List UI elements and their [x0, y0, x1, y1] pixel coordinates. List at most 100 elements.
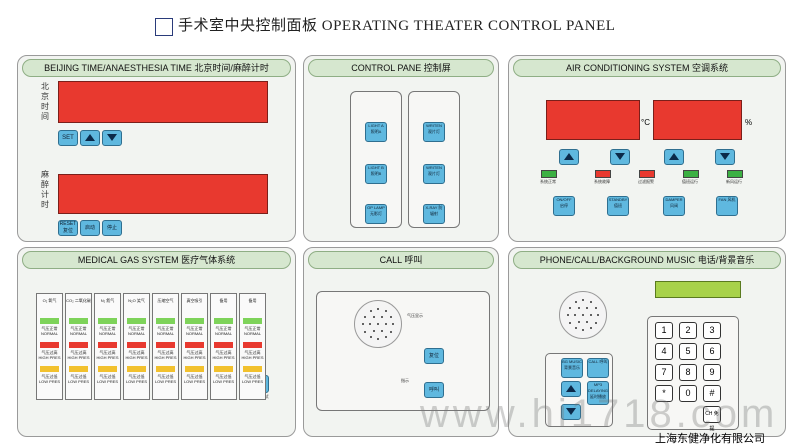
control-right-column: WRITEN 观片灯 WRITEN 观片灯 X-RAY 防辐射 [408, 91, 460, 228]
speaker-icon [559, 291, 607, 339]
keypad-key[interactable]: 6 [703, 343, 721, 360]
gas-status-lamp [185, 318, 204, 324]
gas-status-label: 气压过高 HIGH PRES [125, 350, 148, 360]
reset-button[interactable]: RESET 复位 [58, 220, 78, 236]
gas-status-label: 气压过高 HIGH PRES [67, 350, 90, 360]
speaker-hole [381, 329, 383, 332]
gas-status-lamp [69, 366, 88, 372]
beijing-time-label: 北京时间 [41, 82, 49, 121]
volume-up-button[interactable] [561, 381, 581, 397]
speaker-hole [389, 330, 392, 333]
gas-status-lamp [127, 318, 146, 324]
speaker-hole [381, 316, 383, 319]
phone-call-button[interactable]: CALL 呼叫 [587, 358, 609, 378]
viewer-b-button[interactable]: WRITEN 观片灯 [423, 164, 445, 184]
keypad-key[interactable]: 4 [655, 343, 673, 360]
time-up-button[interactable] [80, 130, 100, 146]
call-inner-frame [316, 291, 490, 411]
keypad-key[interactable]: 2 [679, 322, 697, 339]
keypad-key[interactable]: 0 [679, 385, 697, 402]
speaker-hole [574, 326, 577, 329]
keypad-key[interactable]: 9 [703, 364, 721, 381]
xray-button[interactable]: X-RAY 防辐射 [423, 204, 445, 224]
op-lamp-button[interactable]: OP LAMP 无影灯 [365, 204, 387, 224]
handsfree-key[interactable]: CH 免提 [703, 406, 721, 432]
call-reset-button[interactable]: 复位 [424, 348, 444, 364]
speaker-hole [364, 315, 366, 318]
temp-down-button[interactable] [610, 149, 630, 165]
speaker-hole [586, 307, 588, 310]
gas-status-lamp [156, 366, 175, 372]
stop-button[interactable]: 停止 [102, 220, 122, 236]
keypad-key[interactable]: * [655, 385, 673, 402]
gas-status-label: 气压过低 LOW PRES [241, 374, 264, 384]
gas-status-label: 气压过低 LOW PRES [67, 374, 90, 384]
keypad-key[interactable]: 7 [655, 364, 673, 381]
gas-status-lamp [98, 342, 117, 348]
gas-status-label: 气压过高 HIGH PRES [183, 350, 206, 360]
control-pane-panel: CONTROL PANE 控制屏 LIGHT A 照明A LIGHT B 照明B… [303, 55, 499, 242]
phone-lcd-display [655, 281, 741, 298]
mp3-delay-button[interactable]: MP3 DELAYING 延时播放 [587, 381, 609, 405]
gas-status-lamp [156, 342, 175, 348]
keypad-key[interactable]: 3 [703, 322, 721, 339]
gas-status-label: 气压过高 HIGH PRES [154, 350, 177, 360]
company-logo-icon [155, 18, 173, 36]
speaker-hole [377, 308, 379, 310]
speaker-hole [567, 314, 569, 316]
light-a-button[interactable]: LIGHT A 照明A [365, 122, 387, 142]
speaker-hole [597, 314, 599, 316]
speaker-hole [369, 323, 371, 325]
watermark: www.hi1718.com [420, 392, 779, 436]
hum-up-button[interactable] [664, 149, 684, 165]
gas-status-lamp [127, 366, 146, 372]
hum-down-button[interactable] [715, 149, 735, 165]
speaker-hole [594, 321, 597, 324]
keypad-key[interactable]: # [703, 385, 721, 402]
bg-music-button[interactable]: BG MUSIC 背景音乐 [561, 358, 583, 378]
gas-panel: MEDICAL GAS SYSTEM 医疗气体系统 MUTE 静音 TEST 测… [17, 247, 296, 437]
speaker-hole [369, 335, 372, 338]
fresh-air-lamp [727, 170, 743, 178]
temp-up-button[interactable] [559, 149, 579, 165]
call-button[interactable]: 呼叫 [424, 382, 444, 398]
ac-damper-button[interactable]: DAMPER 风阀 [663, 196, 685, 216]
ac-standby-button[interactable]: STANDBY 值班 [607, 196, 629, 216]
gas-status-label: 气压正常 NORMAL [127, 326, 146, 336]
gas-status-lamp [185, 342, 204, 348]
gas-name: O₂ 氧气 [42, 298, 57, 303]
gas-status-label: 气压过高 HIGH PRES [38, 350, 61, 360]
start-button[interactable]: 启动 [80, 220, 100, 236]
gas-status-lamp [214, 318, 233, 324]
keypad-key[interactable]: 8 [679, 364, 697, 381]
gas-status-lamp [40, 318, 59, 324]
speaker-hole [373, 316, 375, 319]
gas-name: N₂O 笑气 [128, 298, 145, 303]
call-panel-title: CALL 呼叫 [308, 251, 494, 269]
gas-status-label: 气压过低 LOW PRES [38, 374, 61, 384]
call-panel: CALL 呼叫 气压显示 复位 呼叫 指示 [303, 247, 499, 437]
viewer-a-button[interactable]: WRITEN 观片灯 [423, 122, 445, 142]
time-down-button[interactable] [102, 130, 122, 146]
set-button[interactable]: SET [58, 130, 78, 146]
gas-status-label: 气压正常 NORMAL [185, 326, 204, 336]
light-b-button[interactable]: LIGHT B 照明B [365, 164, 387, 184]
ac-fan-button[interactable]: FAN 风机 [716, 196, 738, 216]
gas-status-lamp [40, 342, 59, 348]
ac-onoff-button[interactable]: ON/OFF 启停 [553, 196, 575, 216]
keypad-key[interactable]: 5 [679, 343, 697, 360]
gas-status-label: 气压过低 LOW PRES [183, 374, 206, 384]
speaker-hole [582, 299, 584, 301]
speaker-hole [586, 320, 588, 323]
keypad-key[interactable]: 1 [655, 322, 673, 339]
control-left-column: LIGHT A 照明A LIGHT B 照明B OP LAMP 无影灯 [350, 91, 402, 228]
system-fault-label: 系统故障 [594, 179, 610, 184]
time-panel: BEIJING TIME/ANAESTHESIA TIME 北京时间/麻醉计时 … [17, 55, 296, 242]
speaker-hole [369, 310, 372, 312]
speaker-hole [574, 314, 576, 316]
system-fault-lamp [595, 170, 611, 178]
volume-down-button[interactable] [561, 404, 581, 420]
